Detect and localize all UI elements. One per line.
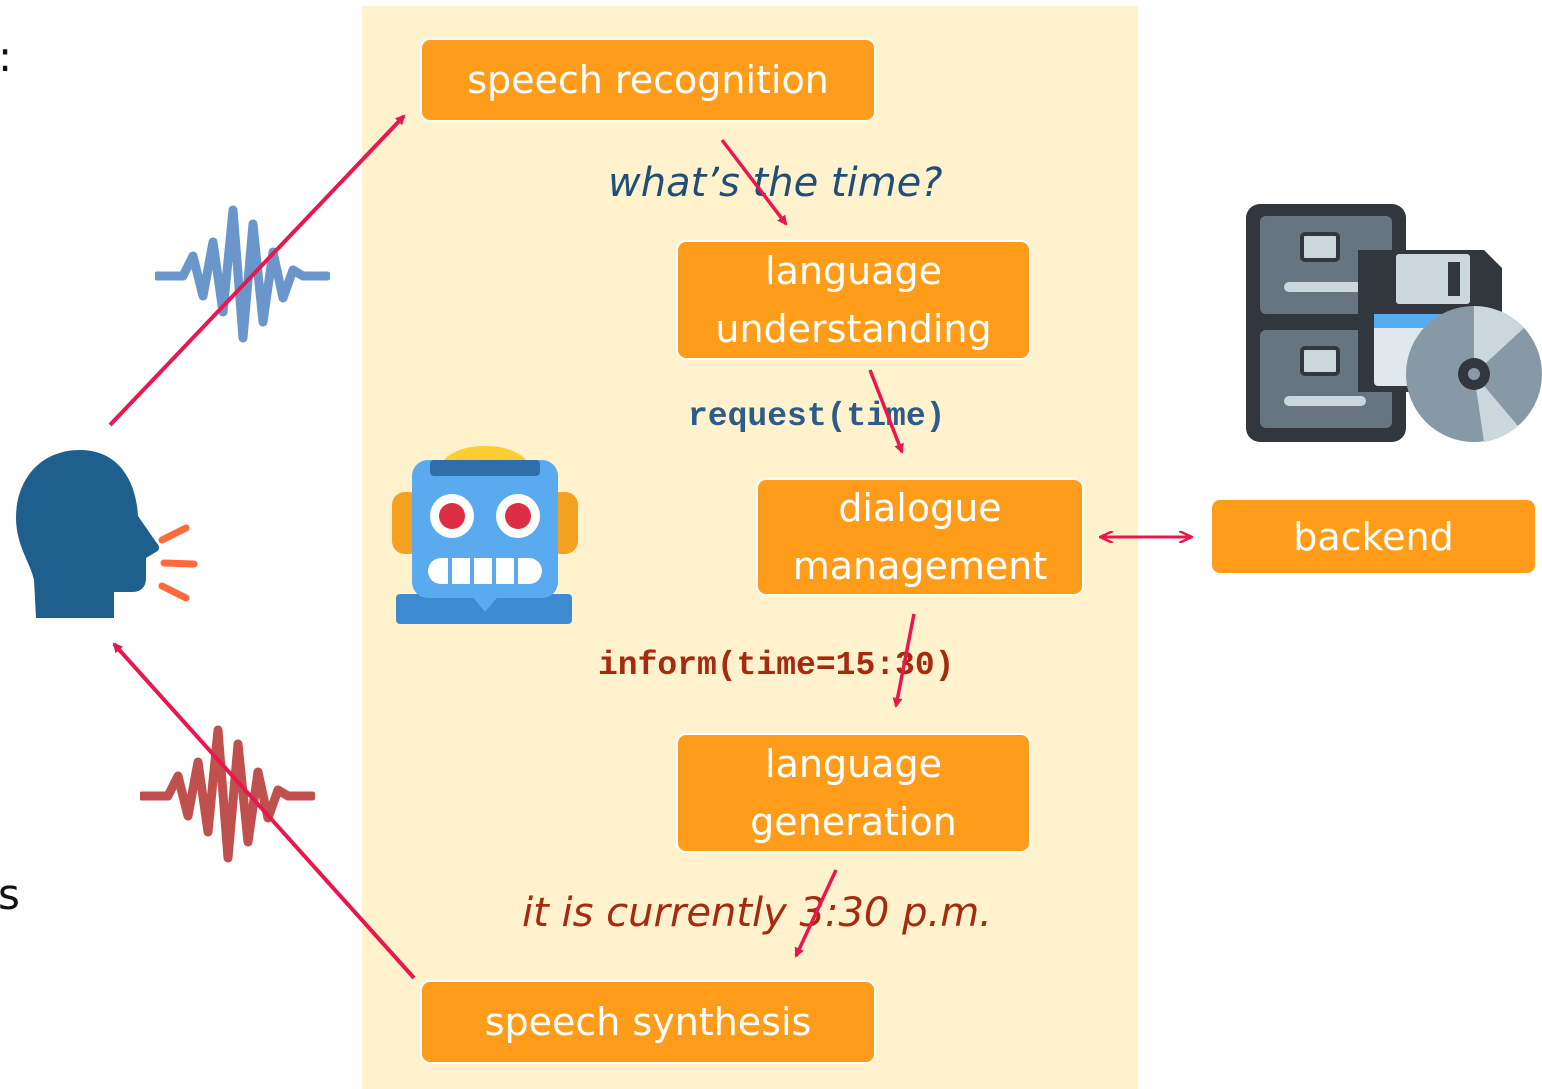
speaking-head-icon <box>16 450 198 618</box>
nlu-to-dm-arrow <box>868 369 904 454</box>
sound-wave-icon <box>155 205 330 343</box>
system-utterance-label: it is currently 3:30 p.m. <box>522 890 992 936</box>
sound-wave-icon <box>140 725 315 863</box>
user-utterance-label: what’s the time? <box>608 160 943 206</box>
user-to-speech-recognition-arrow <box>108 114 406 427</box>
language-generation-box: language generation <box>676 733 1031 853</box>
robot-face-icon <box>392 446 578 624</box>
asr-to-nlu-arrow <box>720 138 788 226</box>
inform-act-label: inform(time=15:30) <box>598 647 955 684</box>
file-cabinet-with-floppy-and-disc-icon <box>1246 204 1542 442</box>
clipped-colon-text: : <box>0 32 12 81</box>
dialogue-management-box: dialogue management <box>756 478 1084 596</box>
speech-synthesis-box: speech synthesis <box>420 980 876 1064</box>
backend-box: backend <box>1210 498 1537 575</box>
request-act-label: request(time) <box>688 398 946 435</box>
speech-synthesis-to-user-arrow <box>112 642 416 980</box>
language-understanding-box: language understanding <box>676 240 1031 360</box>
dm-to-nlg-arrow <box>892 613 916 708</box>
speech-recognition-box: speech recognition <box>420 38 876 122</box>
clipped-s-text: s <box>0 870 20 919</box>
nlg-to-tts-arrow <box>794 869 838 958</box>
